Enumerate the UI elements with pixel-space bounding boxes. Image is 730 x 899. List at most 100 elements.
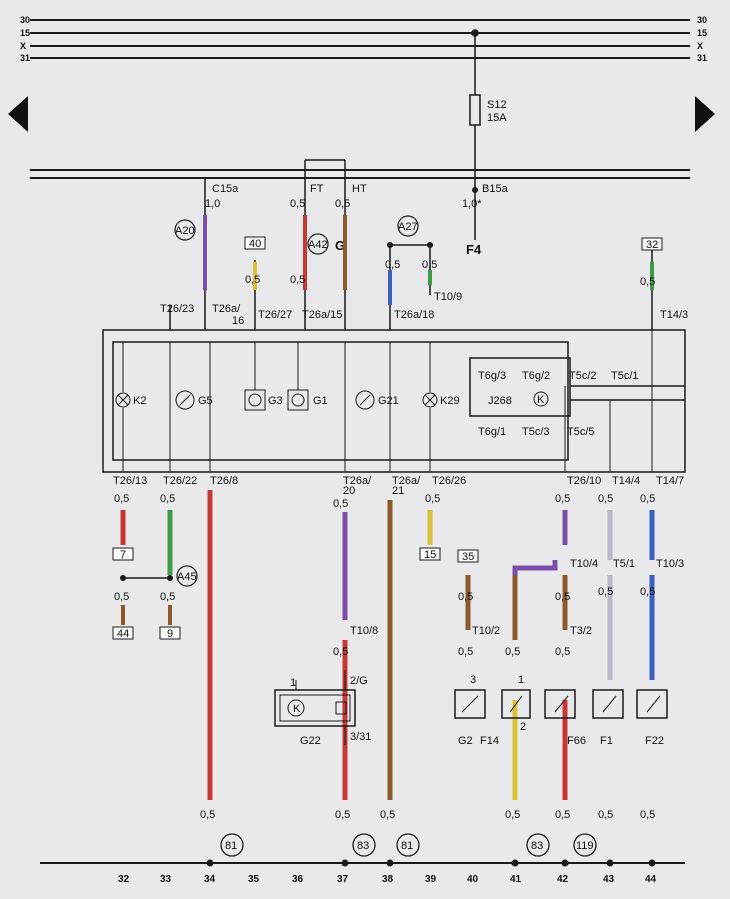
ground-ref-label: 83	[531, 840, 543, 852]
wire-size: 1,0	[205, 198, 220, 210]
bus-label-30-right: 30	[697, 15, 707, 25]
column-number: 44	[645, 874, 657, 885]
fuse-name: S12	[487, 99, 507, 111]
switch-f66-label: F66	[567, 735, 586, 747]
fuse-s12	[469, 29, 481, 190]
junction-dot	[472, 187, 478, 193]
upper-wires	[203, 215, 654, 305]
box-44-label: 44	[117, 628, 129, 640]
column-numbers: 32 33 34 35 36 37 38 39 40 41 42 43 44	[118, 874, 657, 885]
instrument-cluster-frame	[102, 329, 686, 473]
bus-label-31-right: 31	[697, 53, 707, 63]
lamp-k2	[115, 392, 131, 408]
column-number: 42	[557, 874, 569, 885]
wire-size: 0,5	[555, 809, 570, 821]
switch-f1	[592, 689, 624, 719]
ground-ref-label: 81	[401, 840, 413, 852]
splice-a20-label: A20	[175, 225, 195, 237]
wire-size: 0,5	[598, 809, 613, 821]
wire-size: 0,5	[458, 646, 473, 658]
connector-c15a: C15a	[212, 183, 239, 195]
wire-size: 0,5	[505, 809, 520, 821]
bus-label-15: 15	[20, 28, 30, 38]
lamp-k29	[422, 392, 438, 408]
box-7-label: 7	[120, 549, 126, 561]
ground-ref-83	[352, 833, 376, 857]
connector-t6g-2: T6g/2	[522, 370, 550, 382]
wire-size: 0,5	[598, 493, 613, 505]
connector-t5c-1: T5c/1	[611, 370, 639, 382]
connector-t26-10: T26/10	[567, 475, 601, 487]
module-j268-label: J268	[488, 395, 512, 407]
junction-dot	[120, 575, 126, 581]
ground-ref-label: 81	[225, 840, 237, 852]
bus-label-31: 31	[20, 53, 30, 63]
bus-label-15-right: 15	[697, 28, 707, 38]
speed-sensor-g22	[274, 670, 356, 745]
wire-size: 0,5	[505, 646, 520, 658]
wire-size: 0,5	[333, 498, 348, 510]
splice-a27	[397, 215, 419, 237]
pin-2g: 2/G	[350, 675, 368, 687]
cluster-internal-lines	[122, 330, 653, 472]
connector-f4: F4	[466, 242, 482, 257]
connector-t26-8: T26/8	[210, 475, 238, 487]
lamp-k2-label: K2	[133, 395, 146, 407]
sensor-k-label: K	[293, 703, 301, 715]
connector-t5c-2: T5c/2	[569, 370, 597, 382]
box-9-label: 9	[167, 628, 173, 640]
connector-t26a-21: T26a/	[392, 475, 421, 487]
connector-t10-2: T10/2	[472, 625, 500, 637]
box-15-label: 15	[424, 549, 436, 561]
column-number: 34	[204, 874, 216, 885]
connector-t5c-3: T5c/3	[522, 426, 550, 438]
wire-size: 0,5	[640, 586, 655, 598]
wire-bend	[512, 560, 558, 575]
switch-f66	[544, 689, 576, 719]
bus-label-x: X	[20, 41, 26, 51]
connector-t5c-5: T5c/5	[567, 426, 595, 438]
ground-ref-83b	[526, 833, 550, 857]
wire-size: 0,5	[422, 259, 437, 271]
gauge-g5-label: G5	[198, 395, 213, 407]
splice-a45	[176, 565, 198, 587]
connector-t26a-18: T26a/18	[394, 309, 434, 321]
splice-a42	[307, 233, 329, 255]
pin-1: 1	[290, 677, 296, 689]
next-page-arrow-icon[interactable]	[695, 96, 715, 132]
connector-t14-4: T14/4	[612, 475, 640, 487]
junction-dot	[427, 242, 433, 248]
wire-size: 1,0*	[462, 198, 482, 210]
splice-a20	[174, 219, 196, 241]
connector-t26a-20: T26a/	[343, 475, 372, 487]
connector-t26-22: T26/22	[163, 475, 197, 487]
connector-t26a-21-pin: 21	[392, 485, 404, 497]
previous-page-arrow-icon[interactable]	[8, 96, 28, 132]
column-number: 32	[118, 874, 130, 885]
connector-t6g-3: T6g/3	[478, 370, 506, 382]
box-15	[419, 547, 441, 561]
sensor-g2	[454, 689, 486, 719]
connector-b15a: B15a	[482, 183, 509, 195]
column-number: 41	[510, 874, 522, 885]
ground-ref-81	[220, 833, 244, 857]
gauge-g5	[175, 390, 195, 410]
pin-1: 1	[518, 674, 524, 686]
switch-f1-label: F1	[600, 735, 613, 747]
bottom-wire-sizes: 0,5 0,5 0,5 0,5 0,5 0,5 0,5	[200, 809, 655, 821]
wire-size: 0,5	[290, 274, 305, 286]
switch-f22-label: F22	[645, 735, 664, 747]
box-9	[159, 626, 181, 640]
sensor-g2-label: G2	[458, 735, 473, 747]
wire-size: 0,5	[245, 274, 260, 286]
ground-bus-junctions	[206, 859, 656, 867]
box-35-label: 35	[462, 551, 474, 563]
module-k-icon	[533, 391, 549, 407]
gauge-g1	[287, 389, 309, 411]
connector-t10-3: T10/3	[656, 558, 684, 570]
module-k-label: K	[537, 394, 545, 406]
connector-t14-7: T14/7	[656, 475, 684, 487]
wire-size: 0,5	[380, 809, 395, 821]
gauge-g21	[355, 390, 375, 410]
